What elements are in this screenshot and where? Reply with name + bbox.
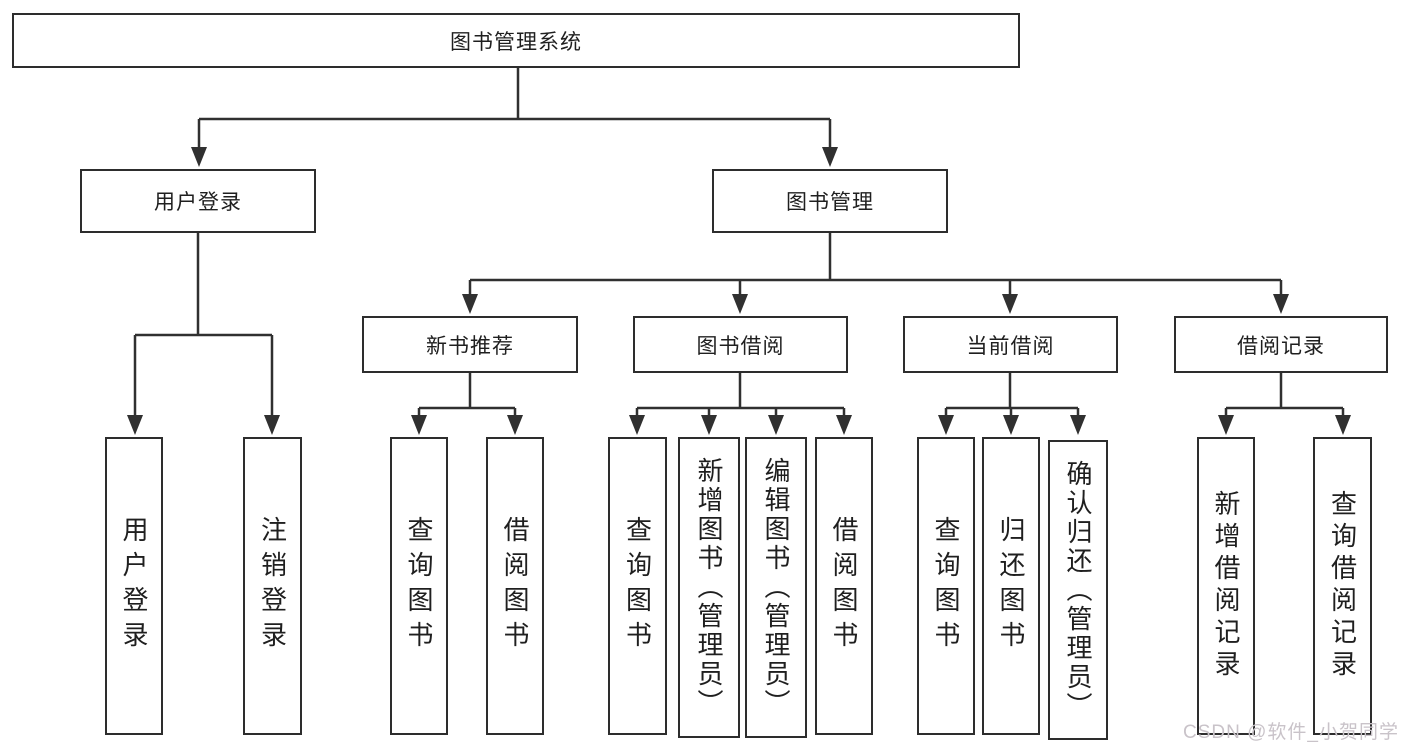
leaf-borrow-books-label: 借阅图书 — [829, 516, 859, 656]
node-library-system-label: 图书管理系统 — [450, 30, 582, 54]
arrow-icon — [822, 147, 838, 167]
leaf-add-books-admin-label: 新增图书（管理员） — [694, 457, 724, 718]
node-book-management: 图书管理 — [712, 169, 948, 233]
leaf-edit-books-admin-label: 编辑图书（管理员） — [761, 457, 791, 718]
arrow-icon — [127, 415, 143, 435]
arrow-icon — [191, 147, 207, 167]
arrowheads — [127, 147, 1351, 435]
connector-root — [197, 68, 832, 152]
arrow-icon — [768, 415, 784, 435]
connector-new-book-rec — [417, 373, 517, 420]
node-new-book-recommend-label: 新书推荐 — [426, 334, 514, 358]
node-current-borrow-label: 当前借阅 — [966, 334, 1055, 358]
connector-book-borrow — [635, 373, 846, 420]
arrow-icon — [1070, 415, 1086, 435]
node-book-borrow: 图书借阅 — [633, 316, 848, 373]
leaf-return-books-label: 归还图书 — [996, 516, 1026, 656]
node-borrow-records: 借阅记录 — [1174, 316, 1388, 373]
node-book-management-label: 图书管理 — [786, 191, 874, 214]
leaf-query-books-current-label: 查询图书 — [931, 516, 961, 656]
leaf-edit-books-admin: 编辑图书（管理员） — [745, 437, 807, 738]
node-current-borrow: 当前借阅 — [903, 316, 1118, 373]
leaf-add-borrow-record: 新增借阅记录 — [1197, 437, 1255, 735]
arrow-icon — [264, 415, 280, 435]
connector-user-login — [133, 233, 274, 420]
leaf-add-books-admin: 新增图书（管理员） — [678, 437, 740, 738]
node-new-book-recommend: 新书推荐 — [362, 316, 578, 373]
leaf-query-borrow-record: 查询借阅记录 — [1313, 437, 1372, 735]
arrow-icon — [462, 294, 478, 314]
leaf-borrow-books-recommend-label: 借阅图书 — [500, 516, 530, 656]
leaf-query-books-recommend: 查询图书 — [390, 437, 448, 735]
leaf-borrow-books: 借阅图书 — [815, 437, 873, 735]
connector-book-mgmt — [468, 233, 1283, 299]
leaf-user-login: 用户登录 — [105, 437, 163, 735]
leaf-query-borrow-record-label: 查询借阅记录 — [1327, 490, 1358, 682]
node-user-login: 用户登录 — [80, 169, 316, 233]
arrow-icon — [1002, 294, 1018, 314]
arrow-icon — [1273, 294, 1289, 314]
arrow-icon — [1218, 415, 1234, 435]
leaf-add-borrow-record-label: 新增借阅记录 — [1211, 490, 1241, 682]
csdn-watermark: CSDN @软件_小贺同学 — [1183, 722, 1399, 743]
node-library-system: 图书管理系统 — [12, 13, 1020, 68]
node-user-login-label: 用户登录 — [154, 191, 242, 214]
leaf-logout-login: 注销登录 — [243, 437, 302, 735]
leaf-borrow-books-recommend: 借阅图书 — [486, 437, 544, 735]
node-book-borrow-label: 图书借阅 — [696, 334, 785, 358]
arrow-icon — [701, 415, 717, 435]
arrow-icon — [938, 415, 954, 435]
arrow-icon — [507, 415, 523, 435]
leaf-confirm-return-admin: 确认归还（管理员） — [1048, 440, 1108, 740]
connector-borrow-record — [1224, 373, 1345, 420]
leaf-query-books-borrow-label: 查询图书 — [622, 516, 653, 656]
arrow-icon — [411, 415, 427, 435]
leaf-return-books: 归还图书 — [982, 437, 1040, 735]
arrow-icon — [1003, 415, 1019, 435]
arrow-icon — [836, 415, 852, 435]
arrow-icon — [1335, 415, 1351, 435]
connector-current-borrow — [944, 373, 1080, 420]
leaf-user-login-label: 用户登录 — [119, 516, 149, 656]
leaf-query-books-recommend-label: 查询图书 — [404, 516, 434, 656]
leaf-query-books-borrow: 查询图书 — [608, 437, 667, 735]
arrow-icon — [629, 415, 645, 435]
leaf-confirm-return-admin-label: 确认归还（管理员） — [1063, 459, 1093, 721]
node-borrow-records-label: 借阅记录 — [1237, 334, 1325, 358]
leaf-logout-login-label: 注销登录 — [257, 516, 288, 656]
leaf-query-books-current: 查询图书 — [917, 437, 975, 735]
arrow-icon — [732, 294, 748, 314]
